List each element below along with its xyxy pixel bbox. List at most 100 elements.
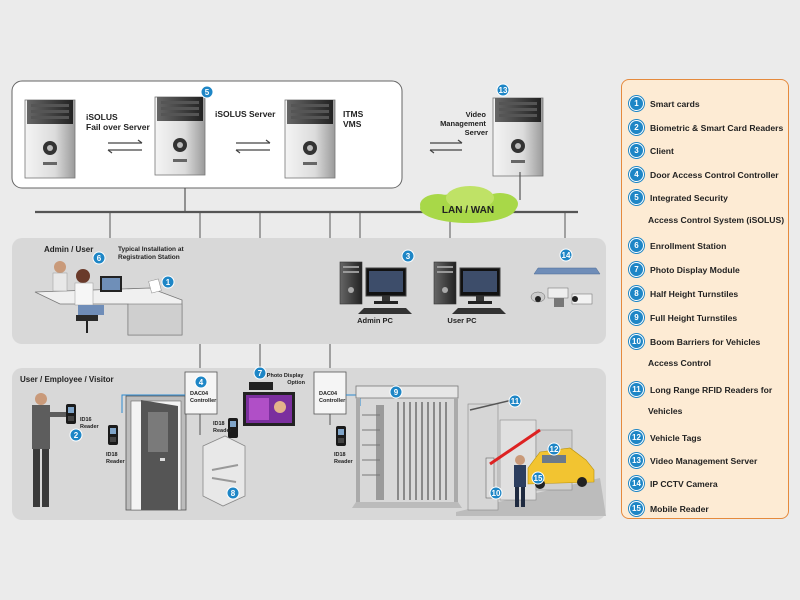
badge-8-icon: 8 (226, 486, 240, 500)
legend-item: 3 Client (629, 143, 674, 158)
ip-camera-icon (530, 267, 601, 307)
legend-item-label: Vehicles (648, 406, 683, 416)
svg-text:6: 6 (97, 254, 102, 263)
svg-text:7: 7 (258, 369, 263, 378)
id18-reader-icon (108, 425, 118, 445)
legend-item-label: Access Control System (iSOLUS) (648, 215, 785, 225)
legend-item: 4 Door Access Control Controller (629, 167, 779, 182)
lan-cloud-icon (420, 186, 518, 223)
legend-number-badge: 4 (629, 167, 644, 182)
svg-text:10: 10 (492, 489, 501, 498)
legend-number-badge: 10 (629, 334, 644, 349)
svg-text:4: 4 (199, 378, 204, 387)
svg-text:8: 8 (231, 489, 236, 498)
isolus-server-label: iSOLUS Server (215, 109, 276, 119)
badge-13-icon: 13 (496, 83, 510, 97)
legend-number-badge: 6 (629, 238, 644, 253)
legend-item-label: Video Management Server (650, 455, 758, 466)
admin-pc-label: Admin PC (357, 316, 393, 325)
svg-text:2: 2 (74, 431, 79, 440)
vms-label: Video Management Server (440, 110, 488, 137)
dac-controller-2-icon (313, 371, 347, 415)
itms-server-icon (284, 99, 336, 179)
svg-text:13: 13 (499, 86, 508, 95)
itms-label: ITMS VMS (343, 109, 366, 129)
legend-item-label: Smart cards (650, 98, 700, 109)
legend-item-label: Full Height Turnstiles (650, 312, 738, 323)
isolus-server-icon (154, 96, 206, 176)
badge-9-icon: 9 (389, 385, 403, 399)
guard-icon (514, 455, 526, 507)
vms-server-icon (492, 97, 544, 177)
legend-item: 1 Smart cards (629, 96, 700, 111)
full-turnstile-icon (352, 385, 462, 508)
legend-item: Vehicles (648, 406, 682, 416)
sync-arrows-icon (107, 139, 463, 154)
legend-item-label: Half Height Turnstiles (650, 288, 739, 299)
legend-item: 12 Vehicle Tags (629, 430, 701, 445)
failover-server-icon (24, 99, 76, 179)
badge-15-icon: 15 (531, 471, 545, 485)
legend-number-badge: 12 (629, 430, 644, 445)
badge-6-icon: 6 (92, 251, 106, 265)
badge-1-icon: 1 (161, 275, 175, 289)
legend-number-badge: 9 (629, 310, 644, 325)
legend-number-badge: 1 (629, 96, 644, 111)
badge-2-icon: 2 (69, 428, 83, 442)
visitor-person-icon (32, 393, 70, 507)
svg-text:15: 15 (534, 474, 543, 483)
photo-display-module-icon (249, 382, 273, 390)
svg-text:11: 11 (511, 397, 520, 406)
door-icon (125, 395, 187, 511)
legend-number-badge: 13 (629, 453, 644, 468)
legend-number-badge: 7 (629, 262, 644, 277)
admin-user-label: Admin / User (44, 245, 93, 254)
legend-item: Access Control System (iSOLUS) (648, 215, 784, 225)
legend-number-badge: 8 (629, 286, 644, 301)
legend-number-badge: 15 (629, 501, 644, 516)
badge-4-icon: 4 (194, 375, 208, 389)
id18-label-a: ID18 Reader (106, 452, 126, 465)
legend-item: 11 Long Range RFID Readers for (629, 382, 772, 397)
user-pc-label: User PC (447, 316, 477, 325)
boom-barrier-scene-icon (456, 399, 606, 516)
legend-item-label: Integrated Security (650, 192, 728, 203)
failover-label: iSOLUS Fail over Server (86, 112, 150, 132)
svg-text:5: 5 (205, 88, 210, 97)
photo-display-label: Photo Display Option (267, 373, 306, 386)
legend-number-badge: 11 (629, 382, 644, 397)
legend-item-label: Door Access Control Controller (650, 169, 779, 180)
id18-label-b: ID18 Reader (213, 421, 233, 434)
legend-number-badge: 14 (629, 476, 644, 491)
photo-display-screen-icon (243, 392, 295, 426)
svg-text:14: 14 (562, 251, 571, 260)
legend-item: 5 Integrated Security (629, 190, 728, 205)
legend-item-label: Client (650, 145, 674, 156)
lan-label: LAN / WAN (442, 205, 494, 216)
id16-label: ID16 Reader (80, 417, 100, 430)
dac1-label: DAC04 Controller (190, 391, 217, 404)
legend-item: 15 Mobile Reader (629, 501, 709, 516)
legend-item-label: Mobile Reader (650, 503, 709, 514)
legend-item-label: Vehicle Tags (650, 432, 702, 443)
legend-item-label: Long Range RFID Readers for (650, 384, 773, 395)
legend-item: Access Control (648, 358, 711, 368)
legend-item: 8 Half Height Turnstiles (629, 286, 738, 301)
svg-text:3: 3 (406, 252, 411, 261)
legend-item-label: Access Control (648, 358, 712, 368)
svg-text:9: 9 (394, 388, 399, 397)
id18-label-c: ID18 Reader (334, 452, 354, 465)
id18-reader-2-icon (336, 426, 346, 446)
enrollment-desk-icon (34, 261, 183, 336)
legend-number-badge: 2 (629, 120, 644, 135)
legend-number-badge: 3 (629, 143, 644, 158)
legend-number-badge: 5 (629, 190, 644, 205)
id16-reader-icon (66, 404, 76, 424)
visitor-label: User / Employee / Visitor (20, 375, 114, 384)
